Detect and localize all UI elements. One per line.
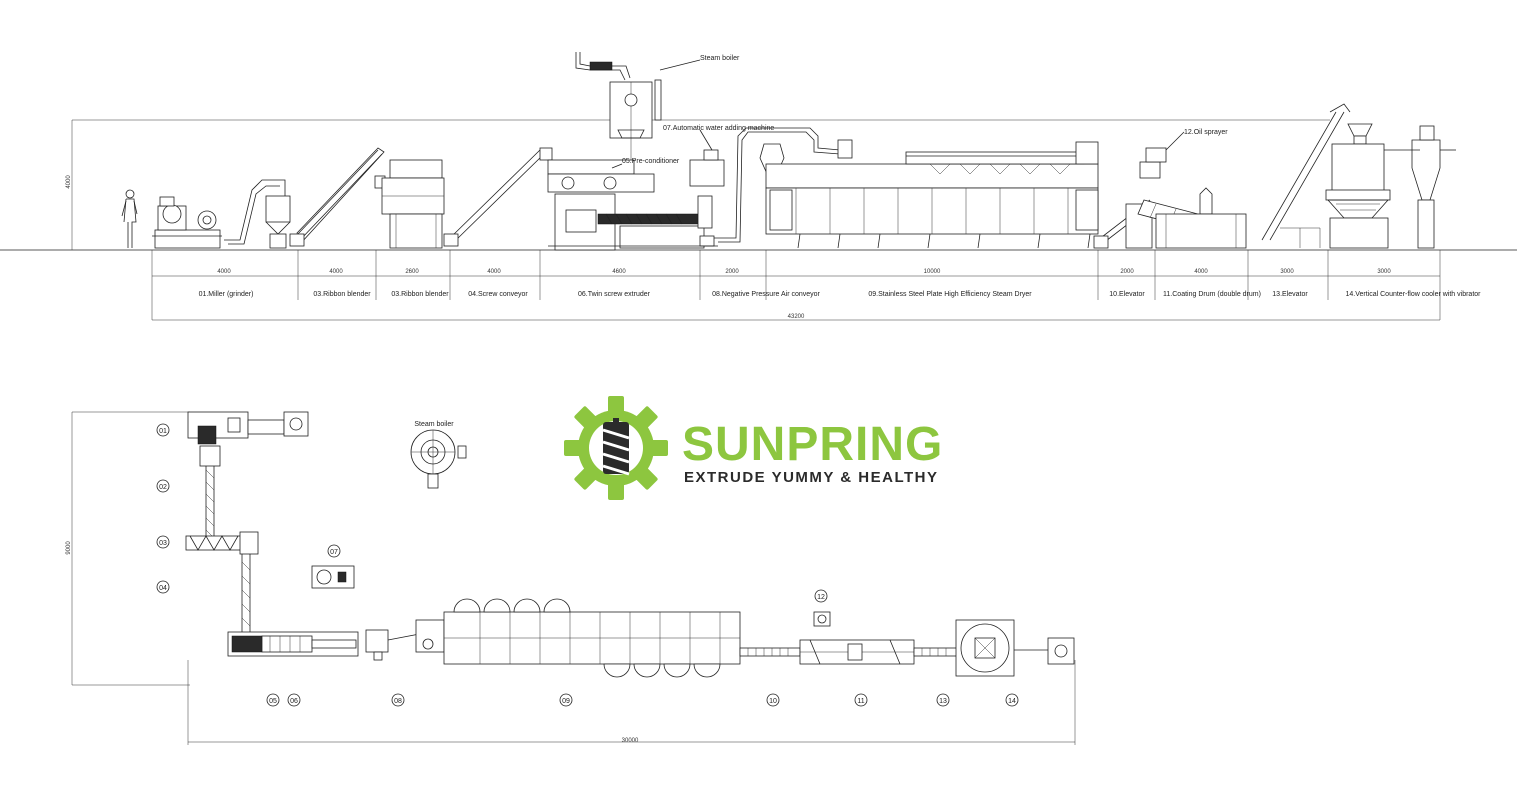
svg-text:03: 03	[159, 540, 167, 547]
plan-extruder	[227, 629, 431, 661]
miller-grinder	[152, 196, 222, 249]
svg-text:11: 11	[857, 698, 864, 705]
seg-label-10: 10.Elevator	[1109, 291, 1145, 298]
marker-07: 07	[327, 544, 341, 558]
marker-09: 09	[559, 693, 573, 707]
seg-dim-13: 3000	[1280, 269, 1294, 275]
callout-preconditioner: 05.Pre-conditioner	[622, 158, 680, 165]
steam-boiler-side: Steam boiler	[575, 52, 740, 160]
seg-dim-03: 2600	[405, 269, 419, 275]
twin-screw-extruder-06	[547, 159, 718, 251]
marker-02: 02	[156, 479, 170, 493]
svg-text:10: 10	[769, 698, 777, 705]
svg-text:09: 09	[562, 698, 570, 705]
callout-oil-sprayer: 12.Oil sprayer	[1184, 129, 1228, 136]
seg-label-02: 03.Ribbon blender	[313, 291, 371, 298]
marker-13: 13	[936, 693, 950, 707]
ribbon-blender-03	[381, 159, 445, 249]
seg-dim-11: 4000	[1194, 269, 1208, 275]
marker-11: 11	[854, 693, 868, 707]
plan-elevator-13	[913, 647, 961, 657]
marker-04: 04	[156, 580, 170, 594]
seg-label-06: 06.Twin screw extruder	[578, 291, 651, 298]
seg-label-04: 04.Screw conveyor	[468, 291, 528, 298]
logo-slogan: EXTRUDE YUMMY & HEALTHY	[684, 469, 939, 486]
seg-label-03: 03.Ribbon blender	[391, 291, 449, 298]
plan-view: 9000 30000	[66, 411, 1076, 745]
plan-total-dim: 30000	[622, 738, 639, 744]
seg-dim-10: 2000	[1120, 269, 1134, 275]
steam-dryer-09	[765, 141, 1099, 249]
seg-label-14: 14.Vertical Counter-flow cooler with vib…	[1345, 291, 1481, 298]
sunpring-logo: SUNPRING EXTRUDE YUMMY & HEALTHY	[564, 396, 943, 500]
svg-text:13: 13	[939, 698, 947, 705]
side-total-dim: 43200	[788, 314, 805, 320]
plan-ribbon-blender	[185, 531, 259, 555]
seg-label-13: 13.Elevator	[1272, 291, 1308, 298]
seg-dim-09: 10000	[924, 269, 941, 275]
svg-text:04: 04	[159, 585, 167, 592]
svg-text:08: 08	[394, 698, 402, 705]
plan-elevator-10	[739, 647, 801, 657]
elevator-13	[1261, 103, 1351, 248]
seg-label-09: 09.Stainless Steel Plate High Efficiency…	[868, 291, 1032, 298]
svg-text:12: 12	[817, 594, 825, 601]
counterflow-cooler-14	[1325, 123, 1456, 249]
side-height-dim: 4000	[66, 175, 72, 189]
logo-wordmark: SUNPRING	[682, 418, 943, 471]
seg-dim-01: 4000	[217, 269, 231, 275]
plan-steam-boiler-label: Steam boiler	[414, 421, 454, 428]
plan-conveyor-04	[241, 554, 251, 632]
operator-figure	[121, 189, 138, 248]
screw-conveyor-02	[289, 147, 386, 247]
svg-text:07: 07	[330, 549, 338, 556]
pneumatic-pipe-01	[224, 179, 291, 249]
seg-dim-08: 2000	[725, 269, 739, 275]
seg-dim-06: 4600	[612, 269, 626, 275]
plan-water-adding	[311, 565, 355, 589]
marker-08: 08	[391, 693, 405, 707]
plan-conveyor-02	[199, 445, 221, 540]
plan-markers: 01 02 03 04 05 06 07 08 09 10 11 12 13 1…	[156, 423, 1019, 707]
svg-text:01: 01	[159, 428, 167, 435]
seg-label-11: 11.Coating Drum (double drum)	[1163, 291, 1261, 298]
seg-dim-14: 3000	[1377, 269, 1391, 275]
marker-14: 14	[1005, 693, 1019, 707]
svg-text:02: 02	[159, 484, 167, 491]
marker-10: 10	[766, 693, 780, 707]
marker-12: 12	[814, 589, 828, 603]
plan-steam-boiler: Steam boiler	[410, 421, 467, 489]
svg-text:05: 05	[269, 698, 277, 705]
side-view: 4000 43200 4000 01.Miller (grinder) 4000…	[0, 52, 1517, 321]
coating-drum-11: 12.Oil sprayer	[1137, 129, 1247, 249]
air-conveyor-08	[714, 127, 853, 243]
gear-icon	[564, 396, 668, 500]
svg-text:14: 14	[1008, 698, 1016, 705]
plan-cooler	[955, 619, 1075, 677]
plan-oil-sprayer	[813, 611, 831, 627]
marker-05: 05	[266, 693, 280, 707]
plan-coating-drum	[799, 639, 915, 665]
plan-height-dim: 9000	[66, 541, 72, 555]
callout-water-adding: 07.Automatic water adding machine	[663, 125, 774, 132]
plan-dryer	[415, 598, 741, 678]
segment-ticks	[297, 250, 1329, 300]
screw-conveyor-04	[443, 147, 553, 247]
plan-miller	[187, 411, 309, 445]
seg-dim-04: 4000	[487, 269, 501, 275]
callout-steam-boiler: Steam boiler	[700, 55, 740, 62]
segment-labels: 4000 01.Miller (grinder) 4000 03.Ribbon …	[199, 269, 1482, 298]
marker-01: 01	[156, 423, 170, 437]
marker-06: 06	[287, 693, 301, 707]
water-adding-machine-07: 07.Automatic water adding machine 05.Pre…	[611, 125, 774, 187]
seg-dim-02: 4000	[329, 269, 343, 275]
marker-03: 03	[156, 535, 170, 549]
seg-label-01: 01.Miller (grinder)	[199, 291, 254, 298]
seg-label-08: 08.Negative Pressure Air conveyor	[712, 291, 820, 298]
svg-text:06: 06	[290, 698, 298, 705]
